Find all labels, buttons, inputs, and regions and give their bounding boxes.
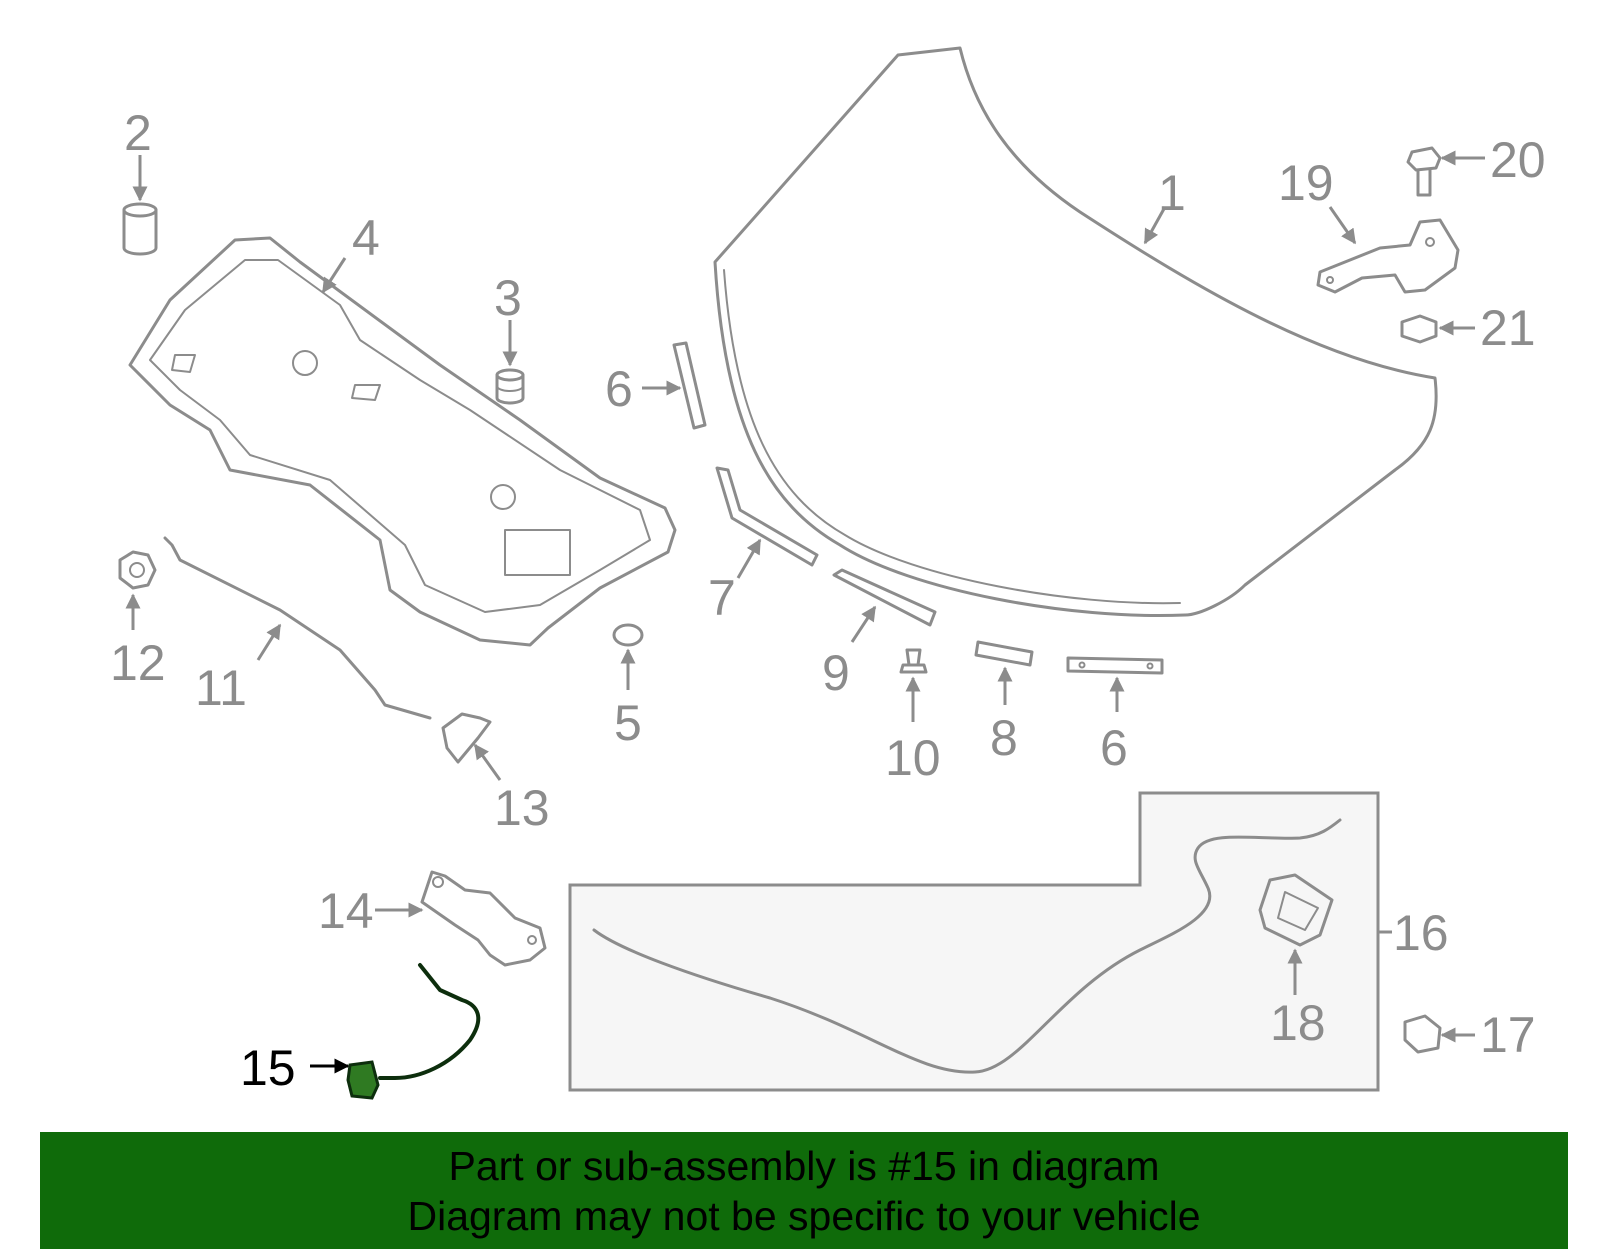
hinge-part[interactable] <box>1316 218 1460 294</box>
hood-lock-part[interactable] <box>420 870 547 967</box>
bumper-part[interactable] <box>122 202 158 256</box>
callout-7: 7 <box>708 570 736 626</box>
callout-3: 3 <box>494 270 522 326</box>
seal-8-part[interactable] <box>974 640 1034 667</box>
callout-8: 8 <box>990 710 1018 766</box>
stopper-part[interactable] <box>495 368 525 405</box>
callout-19: 19 <box>1278 155 1334 211</box>
callout-20: 20 <box>1490 132 1546 188</box>
callout-6b: 6 <box>1100 720 1128 776</box>
kit-16-box <box>568 791 1380 1092</box>
leader-9 <box>850 605 877 643</box>
callout-16: 16 <box>1393 905 1449 961</box>
release-cable-16-part[interactable] <box>592 818 1342 1074</box>
callout-9: 9 <box>822 645 850 701</box>
callout-4: 4 <box>352 210 380 266</box>
callout-11: 11 <box>195 660 247 716</box>
bolt-part[interactable] <box>1406 146 1442 197</box>
leader-13 <box>473 743 502 781</box>
leader-11 <box>256 623 282 661</box>
seal-6a-part[interactable] <box>672 341 707 430</box>
callout-5: 5 <box>614 695 642 751</box>
release-handle-part[interactable] <box>1258 873 1334 947</box>
banner-line-1: Part or sub-assembly is #15 in diagram <box>448 1142 1160 1189</box>
callout-17: 17 <box>1480 1007 1536 1063</box>
banner-line-2: Diagram may not be specific to your vehi… <box>407 1192 1201 1239</box>
callout-12: 12 <box>110 635 166 691</box>
leader-4 <box>321 257 347 294</box>
callout-15: 15 <box>240 1040 296 1096</box>
callout-18: 18 <box>1270 995 1326 1051</box>
callout-13: 13 <box>494 780 550 836</box>
callout-21: 21 <box>1480 300 1536 356</box>
leader-1 <box>1143 206 1167 245</box>
hood-insulator-part[interactable] <box>128 236 677 647</box>
release-cable-part-highlighted[interactable] <box>346 963 481 1100</box>
seal-7-part[interactable] <box>715 466 819 567</box>
info-banner: Part or sub-assembly is #15 in diagram D… <box>40 1132 1568 1249</box>
grommet-part[interactable] <box>612 623 644 647</box>
nut-part[interactable] <box>1400 314 1438 344</box>
seal-9-part[interactable] <box>832 568 937 627</box>
callout-1: 1 <box>1158 165 1186 221</box>
callout-2: 2 <box>124 105 152 161</box>
callout-14: 14 <box>318 883 374 939</box>
clip-10-part[interactable] <box>899 648 928 674</box>
seal-6b-part[interactable] <box>1066 656 1164 675</box>
prop-rod-grommet-part[interactable] <box>118 550 157 590</box>
prop-rod-holder-part[interactable] <box>441 712 492 764</box>
clip-17-part[interactable] <box>1403 1014 1442 1054</box>
leader-7 <box>736 538 762 579</box>
callout-10: 10 <box>885 730 941 786</box>
leader-19 <box>1328 206 1357 245</box>
callout-6a: 6 <box>605 361 633 417</box>
hood-part[interactable] <box>713 46 1438 617</box>
prop-rod-part[interactable] <box>163 536 432 720</box>
